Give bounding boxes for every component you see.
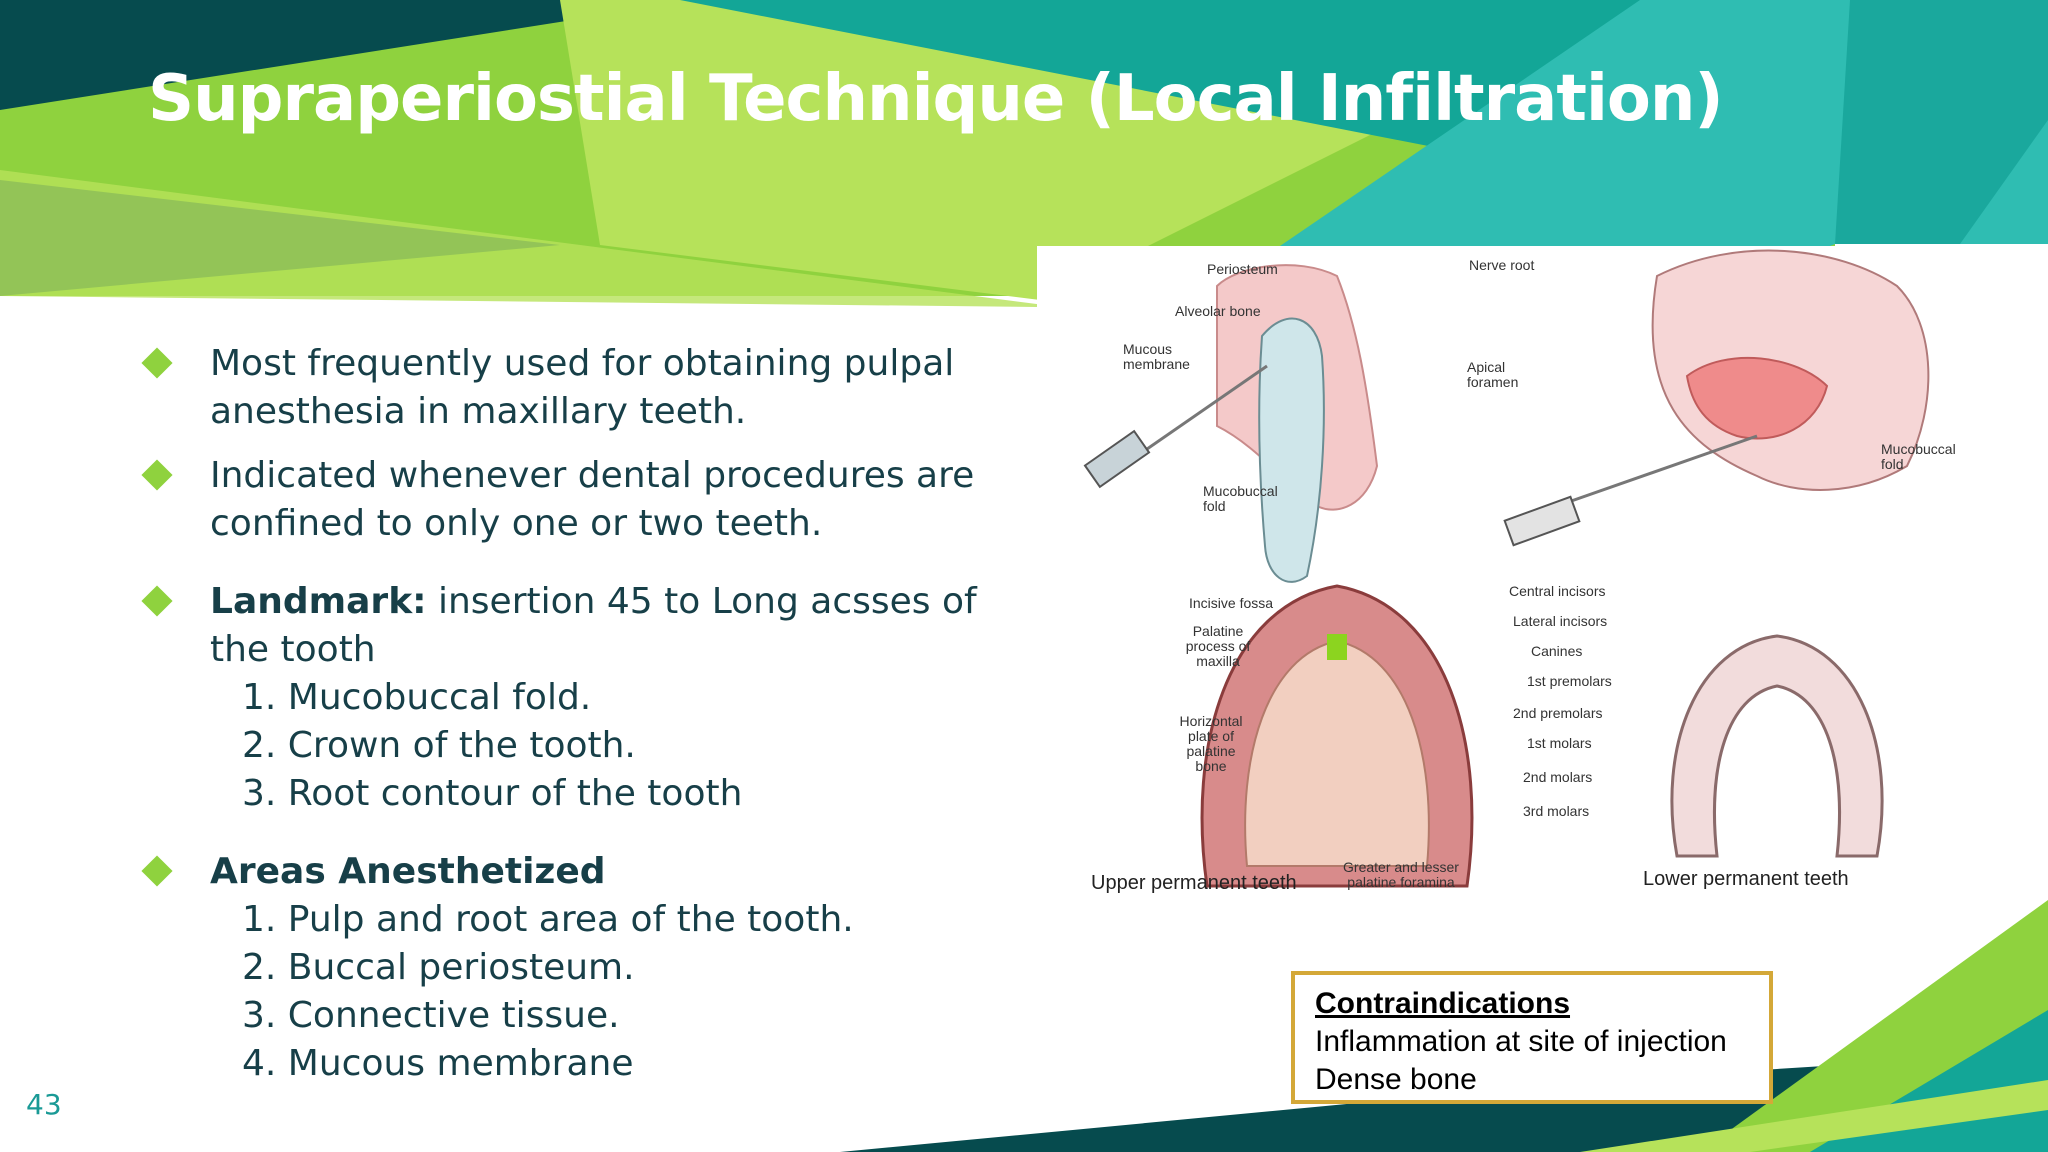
sub-item: 1. Mucobuccal fold. [242, 677, 592, 718]
label-second-premolars: 2nd premolars [1513, 705, 1603, 721]
sub-item: 2. Buccal periosteum. [242, 947, 635, 988]
bullet-list: Most frequently used for obtaining pulpa… [140, 340, 1020, 1104]
label-central-incisors: Central incisors [1509, 583, 1606, 599]
label-canines: Canines [1531, 643, 1583, 659]
label-periosteum: Periosteum [1207, 261, 1278, 277]
syringe-shape [1083, 429, 1151, 489]
incisive-fossa-highlight [1327, 634, 1347, 660]
page-number: 43 [26, 1088, 62, 1121]
header-shape-lime-strip [0, 170, 1060, 307]
bullet-text: Most frequently used for obtaining pulpa… [210, 343, 955, 432]
sub-item: 1. Pulp and root area of the tooth. [242, 899, 854, 940]
label-mucobuccal-fold: Mucobuccal fold [1203, 483, 1278, 514]
label-mucous-membrane: Mucous membrane [1123, 341, 1190, 372]
bullet-bold-label: Areas Anesthetized [210, 851, 606, 892]
label-third-molars: 3rd molars [1523, 803, 1590, 819]
bullet-item-areas: Areas Anesthetized 1. Pulp and root area… [140, 848, 1020, 1088]
bullet-bold-label: Landmark: [210, 581, 427, 622]
diamond-bullet-icon [141, 459, 173, 491]
header-shape-teal-corner [1835, 0, 2048, 244]
label-palatine-process: Palatine process of maxilla [1185, 623, 1251, 669]
label-nerve-root: Nerve root [1469, 257, 1535, 273]
bullet-item-2: Indicated whenever dental procedures are… [140, 452, 1020, 548]
footer-shape-lime [1580, 1080, 2048, 1152]
contraindication-item: Inflammation at site of injection [1315, 1025, 1727, 1058]
sub-item: 4. Mucous membrane [242, 1043, 634, 1084]
label-horizontal-plate: Horizontal plate of palatine bone [1179, 713, 1243, 774]
label-alveolar-bone: Alveolar bone [1175, 303, 1261, 319]
needle-line [1136, 364, 1268, 458]
bullet-item-1: Most frequently used for obtaining pulpa… [140, 340, 1020, 436]
diamond-bullet-icon [141, 855, 173, 887]
sub-item: 3. Root contour of the tooth [242, 773, 743, 814]
caption-upper-permanent-teeth: Upper permanent teeth [1091, 872, 1297, 894]
label-apical-foramen: Apical foramen [1467, 359, 1519, 390]
bullet-text: Indicated whenever dental procedures are… [210, 455, 975, 544]
lower-arch-shape [1670, 634, 1884, 858]
contraindications-box: Contraindications Inflammation at site o… [1291, 971, 1773, 1104]
diamond-bullet-icon [141, 585, 173, 617]
label-lateral-incisors: Lateral incisors [1513, 613, 1608, 629]
contraindications-title: Contraindications [1315, 987, 1571, 1020]
label-incisive-fossa: Incisive fossa [1189, 595, 1274, 611]
sub-item: 2. Crown of the tooth. [242, 725, 636, 766]
label-first-premolars: 1st premolars [1527, 673, 1612, 689]
header-shape-dark-left [0, 0, 700, 110]
label-second-molars: 2nd molars [1523, 769, 1593, 785]
bullet-item-landmark: Landmark: insertion 45 to Long acsses of… [140, 578, 1020, 818]
tooth-root-shape [1258, 317, 1325, 583]
contraindication-item: Dense bone [1315, 1063, 1477, 1096]
label-mucobuccal-fold-right: Mucobuccal fold [1881, 441, 1956, 472]
slide-title: Supraperiostial Technique (Local Infiltr… [148, 62, 1724, 136]
bullet-text: insertion 45 to Long acsses of the tooth [210, 581, 977, 670]
caption-lower-permanent-teeth: Lower permanent teeth [1643, 868, 1849, 890]
diamond-bullet-icon [141, 347, 173, 379]
needle-line-right [1556, 434, 1758, 508]
mucosa-shape [1685, 356, 1829, 440]
label-palatine-foramina: Greater and lesser palatine foramina [1343, 859, 1459, 890]
syringe-shape-right [1503, 495, 1581, 547]
dental-anatomy-figure: Periosteum Nerve root Alveolar bone Muco… [1037, 246, 1985, 916]
label-first-molars: 1st molars [1527, 735, 1592, 751]
sub-item: 3. Connective tissue. [242, 995, 620, 1036]
dental-anatomy-illustration [1083, 249, 1930, 888]
